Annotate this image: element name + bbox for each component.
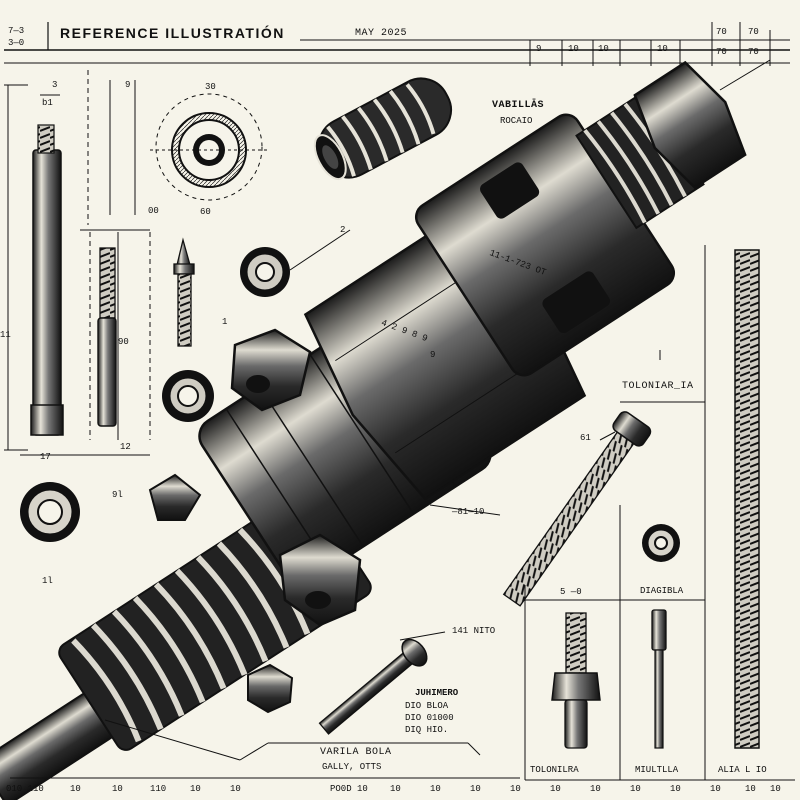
footer-mark-3: 10 — [112, 784, 123, 794]
washer-left — [162, 370, 214, 422]
washer-mid — [240, 247, 290, 297]
col-mark-right-4: 70 — [748, 47, 759, 57]
dim-top-left: 3 — [52, 80, 58, 90]
dim-17: 17 — [40, 452, 51, 462]
dim-2: 2 — [340, 225, 346, 235]
long-rod — [30, 124, 64, 436]
label-varillas: VABILLĀS — [492, 100, 545, 111]
footer-mark-16: 10 — [710, 784, 721, 794]
label-dio-hio: DIQ HIO. — [405, 725, 449, 735]
small-screw — [173, 237, 195, 347]
label-varila-bola: VARILA BOLA — [320, 747, 392, 758]
stud-bottom — [551, 612, 601, 749]
dim-1l: 1l — [42, 576, 53, 586]
right-frames — [10, 59, 795, 781]
washer-bottom-left — [20, 482, 80, 542]
bolt-bottom — [318, 638, 428, 735]
dim-9l: 9l — [112, 490, 123, 500]
footer-mark-11: 10 — [510, 784, 521, 794]
label-junimero: JUHIMERO — [415, 688, 459, 698]
footer-mark-4: 110 — [150, 784, 167, 794]
footer-mark-12: 10 — [550, 784, 561, 794]
footer-mark-18: 10 — [770, 784, 781, 794]
pin-bottom — [651, 609, 667, 749]
page-title: REFERENCE ILLUSTRATIÓN — [60, 25, 285, 41]
footer-mark-7: PO0D 10 — [330, 784, 368, 794]
footer-mark-9: 10 — [430, 784, 441, 794]
header-frame — [4, 22, 790, 66]
footer-mark-14: 10 — [630, 784, 641, 794]
main-assembly — [0, 60, 747, 800]
dim-12: 12 — [120, 442, 131, 452]
dim-b1: b1 — [42, 98, 53, 108]
hex-nut-small — [247, 663, 294, 714]
threaded-stud — [97, 247, 117, 427]
dim-1: 1 — [222, 317, 228, 327]
dim-8110: —81—10 — [452, 507, 485, 517]
part-marking-3: 9 — [430, 350, 436, 360]
washer-top — [150, 93, 268, 201]
footer-mark-13: 10 — [590, 784, 601, 794]
footer-mark-10: 10 — [470, 784, 481, 794]
col-mark-right-3: 70 — [716, 47, 727, 57]
corner-mark-bottom: 3—0 — [8, 38, 25, 48]
dim-11: 11 — [0, 330, 11, 340]
label-rocaio: ROCAIO — [500, 116, 533, 126]
dim-141: 141 NITO — [452, 626, 496, 636]
dim-30: 30 — [205, 82, 216, 92]
col-mark-3: 10 — [598, 44, 609, 54]
footer-mark-15: 10 — [670, 784, 681, 794]
footer-mark-5: 10 — [190, 784, 201, 794]
footer-mark-1: 010 110 — [6, 784, 44, 794]
col-mark-4: 10 — [657, 44, 668, 54]
dim-61: 61 — [580, 433, 591, 443]
label-miultlla: MIULTLLA — [635, 765, 679, 775]
dim-00: 00 — [148, 206, 159, 216]
dim-90: 90 — [118, 337, 129, 347]
label-diagibla: DIAGIBLA — [640, 586, 684, 596]
col-mark-right-2: 70 — [748, 27, 759, 37]
footer-mark-2: 10 — [70, 784, 81, 794]
date-label: MAY 2025 — [355, 28, 408, 39]
col-mark-2: 10 — [568, 44, 579, 54]
ring-right — [642, 524, 680, 562]
label-alia: ALIA L IO — [718, 765, 767, 775]
label-tolonilra: TOLONILRA — [530, 765, 579, 775]
long-threaded-rod — [734, 249, 760, 749]
left-dimension-lines — [4, 70, 151, 456]
dim-b2: 9 — [125, 80, 131, 90]
bolt-diagonal — [502, 411, 652, 607]
label-dio-code: DIO 01000 — [405, 713, 454, 723]
col-mark-right-1: 70 — [716, 27, 727, 37]
label-tolonia: TOLONIAR_IA — [622, 381, 694, 392]
label-gally: GALLY, OTTS — [322, 762, 382, 772]
footer-mark-17: 10 — [745, 784, 756, 794]
col-mark-1: 9 — [536, 44, 542, 54]
label-dio-bloa: DIO BLOA — [405, 701, 449, 711]
dim-5o: 5 —0 — [560, 587, 582, 597]
spring — [313, 77, 453, 181]
footer-mark-6: 10 — [230, 784, 241, 794]
footer-mark-8: 10 — [390, 784, 401, 794]
corner-mark-top: 7—3 — [8, 26, 25, 36]
dim-60: 60 — [200, 207, 211, 217]
